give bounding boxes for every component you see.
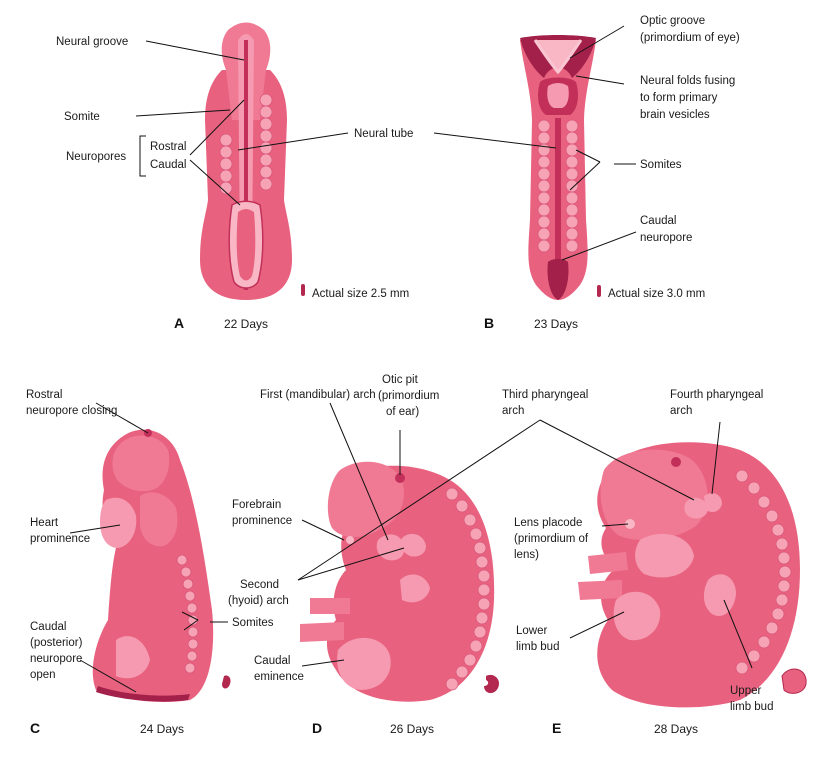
label-upper-limb-2: limb bud [730,701,773,713]
label-neural-folds-2: to form primary [640,92,718,104]
label-caudal-neuropore-2: neuropore [640,232,692,244]
label-second-arch-1: Second [240,579,279,591]
age-c: 24 Days [140,722,184,736]
size-icon-e [781,668,807,694]
panel-e: Third pharyngeal arch Fourth pharyngeal … [502,389,807,736]
embryo-b-illustration [520,35,596,300]
label-second-arch-2: (hyoid) arch [228,595,289,607]
label-first-arch: First (mandibular) arch [260,389,376,401]
panel-letter-d: D [312,720,322,736]
label-third-arch-2: arch [502,405,524,417]
label-fourth-arch-1: Fourth pharyngeal [670,389,763,401]
somite-column-a-right [259,93,273,191]
panel-letter-b: B [484,315,494,331]
label-neural-groove: Neural groove [56,36,128,48]
label-somite: Somite [64,111,100,123]
somite-row-c [176,554,199,674]
label-forebrain-1: Forebrain [232,499,281,511]
somite-column-b-left [537,119,551,253]
label-neural-folds-1: Neural folds fusing [640,75,735,87]
label-caudal-open-4: open [30,669,56,681]
panel-letter-a: A [174,315,184,331]
panel-c: Rostral neuropore closing Heart prominen… [26,389,274,736]
label-rostral: Rostral [150,141,186,153]
label-caudal-open-1: Caudal [30,621,66,633]
label-neuropores: Neuropores [66,151,126,163]
label-optic-groove-2: (primordium of eye) [640,32,740,44]
age-e: 28 Days [654,722,698,736]
panel-letter-c: C [30,720,40,736]
label-heart-2: prominence [30,533,90,545]
embryo-a-illustration [200,22,292,300]
label-neural-tube: Neural tube [354,128,413,140]
size-icon-b [597,285,601,297]
embryo-c-illustration [92,429,214,702]
label-third-arch-1: Third pharyngeal [502,389,588,401]
embryo-e-illustration [578,442,800,708]
label-otic-pit-3: of ear) [386,406,419,418]
label-neural-folds-3: brain vesicles [640,109,710,121]
label-somites-c: Somites [232,617,274,629]
label-somites-b: Somites [640,159,682,171]
age-d: 26 Days [390,722,434,736]
label-otic-pit-2: (primordium [378,390,439,402]
label-lower-limb-2: limb bud [516,641,559,653]
embryo-d-illustration [300,461,495,702]
label-caudal-neuropore-1: Caudal [640,215,676,227]
label-caudal-open-3: neuropore [30,653,82,665]
somite-column-b-right [565,119,579,253]
size-note-a: Actual size 2.5 mm [312,288,409,300]
size-icon-c [222,675,231,689]
age-a: 22 Days [224,317,268,331]
label-lens-placode-3: lens) [514,549,539,561]
label-lower-limb-1: Lower [516,625,547,637]
panel-letter-e: E [552,720,561,736]
label-caudal: Caudal [150,159,186,171]
somite-column-a-left [219,133,233,195]
label-lens-placode-2: (primordium of [514,533,589,545]
somite-row-e [735,469,792,675]
somite-row-d [445,487,491,691]
size-icon-d [484,674,500,694]
label-caudal-open-2: (posterior) [30,637,83,649]
label-optic-groove-1: Optic groove [640,15,705,27]
panel-b: Optic groove (primordium of eye) Neural … [433,15,740,331]
label-upper-limb-1: Upper [730,685,761,697]
label-heart-1: Heart [30,517,59,529]
label-lens-placode-1: Lens placode [514,517,582,529]
label-fourth-arch-2: arch [670,405,692,417]
label-caudal-eminence-1: Caudal [254,655,290,667]
size-note-b: Actual size 3.0 mm [608,288,705,300]
label-forebrain-2: prominence [232,515,292,527]
label-rostral-closing-2: neuropore closing [26,405,117,417]
size-icon-a [301,284,305,296]
panel-d: First (mandibular) arch Otic pit (primor… [228,374,541,736]
label-rostral-closing-1: Rostral [26,389,62,401]
label-otic-pit-1: Otic pit [382,374,419,386]
label-caudal-eminence-2: eminence [254,671,304,683]
age-b: 23 Days [534,317,578,331]
panel-a: Neural groove Somite Neuropores Rostral … [56,22,413,331]
